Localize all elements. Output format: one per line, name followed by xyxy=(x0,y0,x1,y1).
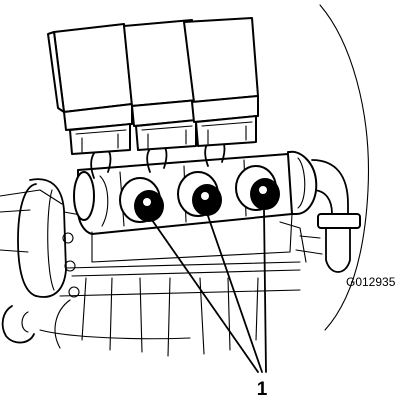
callout-number: 1 xyxy=(257,379,268,400)
valve-knob-3 xyxy=(235,165,280,211)
callout-leaders xyxy=(151,209,267,373)
background-machinery xyxy=(0,4,370,357)
hose-assembly xyxy=(287,150,361,273)
hose-clamp xyxy=(317,213,361,229)
leader-line-3 xyxy=(263,209,267,373)
bolt-head-left xyxy=(62,232,74,244)
bolt-head-lower xyxy=(64,260,76,272)
actuator-1-cap xyxy=(53,23,133,113)
manifold-left-end xyxy=(73,171,95,221)
actuator-2 xyxy=(123,19,199,151)
valve-knob-1 xyxy=(119,177,164,223)
valve-knob-2 xyxy=(177,171,222,217)
leader-line-1 xyxy=(151,219,259,373)
leader-line-2 xyxy=(207,215,263,373)
bolt-head-bottom xyxy=(68,286,80,298)
actuator-1 xyxy=(47,23,133,155)
actuator-3 xyxy=(183,17,259,147)
actuator-3-cap xyxy=(183,17,259,103)
figure-code: G012935 xyxy=(346,275,396,289)
manifold-end-coupling xyxy=(287,150,318,215)
